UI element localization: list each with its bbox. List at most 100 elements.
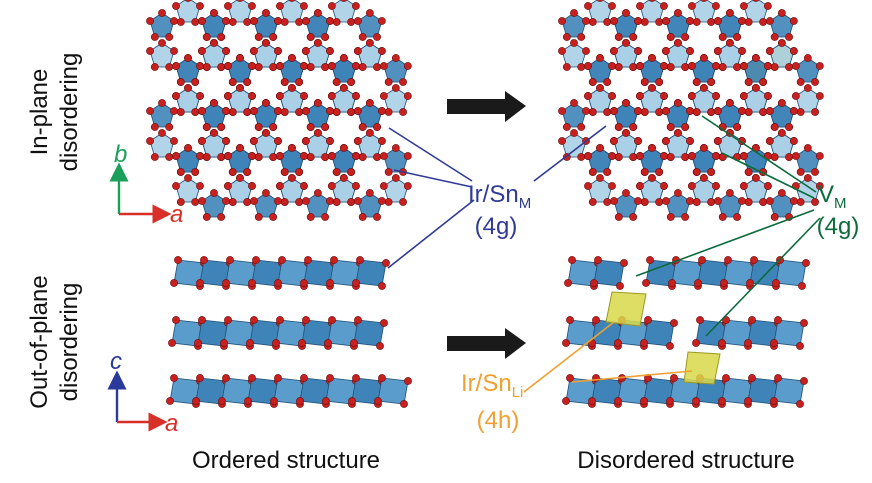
oxygen-atom — [803, 84, 812, 92]
oxygen-atom — [330, 256, 338, 264]
oxygen-atom — [321, 63, 330, 71]
oxygen-atom — [720, 279, 728, 287]
oxygen-atom — [300, 2, 308, 10]
oxygen-atom — [662, 107, 670, 115]
oxygen-atom — [191, 18, 200, 26]
oxygen-atom — [640, 339, 648, 347]
oxygen-atom — [172, 182, 180, 190]
irsn-li-site: (4h) — [477, 407, 520, 434]
oxygen-atom — [744, 18, 753, 26]
layer-octahedron — [593, 259, 625, 287]
oxygen-atom — [184, 144, 192, 152]
oxygen-atom — [765, 197, 774, 205]
oxygen-atom — [172, 2, 180, 10]
oxygen-atom — [692, 168, 701, 176]
oxygen-atom — [803, 174, 812, 182]
oxygen-atom — [224, 316, 232, 324]
oxygen-atom — [176, 168, 185, 176]
oxygen-atom — [176, 78, 185, 86]
svg-text:Ir/SnM: Ir/SnM — [468, 181, 531, 212]
oxygen-atom — [326, 279, 334, 287]
oxygen-atom — [365, 99, 374, 107]
oxygen-atom — [588, 168, 597, 176]
oxygen-atom — [620, 259, 628, 267]
irsn-li-main: Ir/Sn — [461, 370, 512, 397]
oxygen-atom — [688, 62, 696, 70]
oxygen-atom — [660, 2, 668, 10]
oxygen-atom — [332, 198, 341, 206]
oxygen-atom — [198, 137, 206, 145]
oxygen-atom — [666, 33, 675, 41]
oxygen-atom — [274, 17, 282, 25]
oxygen-atom — [226, 256, 234, 264]
oxygen-atom — [288, 144, 296, 152]
oxygen-atom — [603, 18, 612, 26]
oxygen-atom — [765, 107, 774, 115]
oxygen-atom — [763, 182, 772, 190]
oxygen-atom — [603, 198, 612, 206]
oxygen-atom — [228, 18, 237, 26]
oxygen-atom — [588, 18, 597, 26]
oxygen-atom — [146, 47, 154, 55]
oxygen-atom — [712, 182, 720, 190]
oxygen-atom — [347, 78, 355, 86]
oxygen-atom — [700, 0, 708, 2]
oxygen-atom — [198, 197, 206, 205]
oxygen-atom — [765, 47, 774, 55]
oxygen-atom — [815, 182, 824, 190]
oxygen-atom — [332, 18, 341, 26]
oxygen-atom — [789, 137, 798, 145]
oxygen-atom — [365, 39, 374, 47]
oxygen-atom — [815, 152, 824, 160]
oxygen-atom — [608, 92, 616, 100]
oxygen-atom — [384, 168, 393, 176]
v-m-label: VM (4g) — [817, 181, 860, 240]
oxygen-atom — [811, 78, 819, 86]
oxygen-atom — [347, 198, 355, 206]
oxygen-atom — [588, 397, 596, 405]
oxygen-atom — [802, 259, 810, 267]
axis-c-label: c — [110, 348, 122, 375]
oxygen-atom — [280, 108, 289, 116]
axes-bottom: c a — [107, 348, 178, 437]
oxygen-atom — [358, 63, 367, 71]
oxygen-atom — [759, 78, 767, 86]
oxygen-atom — [250, 137, 258, 145]
oxygen-atom — [321, 33, 330, 41]
oxygen-atom — [295, 168, 304, 176]
oxygen-atom — [365, 129, 374, 137]
oxygen-atom — [596, 84, 604, 92]
oxygen-atom — [210, 99, 218, 107]
oxygen-atom — [158, 39, 166, 47]
oxygen-atom — [218, 397, 226, 405]
oxygen-atom — [217, 123, 226, 131]
oxygen-atom — [222, 17, 230, 25]
v-m-site: (4g) — [817, 213, 860, 240]
oxygen-atom — [622, 99, 630, 107]
oxygen-atom — [326, 374, 334, 382]
oxygen-atom — [380, 319, 388, 327]
oxygen-atom — [327, 152, 336, 160]
oxygen-atom — [262, 129, 270, 137]
oxygen-atom — [588, 78, 597, 86]
oxygen-atom — [300, 92, 308, 100]
oxygen-atom — [622, 189, 630, 197]
oxygen-atom — [688, 182, 696, 190]
oxygen-atom — [236, 144, 244, 152]
oxygen-atom — [302, 47, 310, 55]
oxygen-atom — [614, 397, 622, 405]
oxygen-atom — [306, 63, 315, 71]
oxygen-atom — [785, 33, 793, 41]
oxygen-atom — [358, 153, 367, 161]
oxygen-atom — [562, 33, 571, 41]
oxygen-atom — [298, 339, 306, 347]
row-label-in-plane: In-plane disordering — [26, 53, 83, 172]
oxygen-atom — [224, 2, 232, 10]
oxygen-atom — [688, 2, 696, 10]
oxygen-atom — [194, 339, 202, 347]
oxygen-atom — [196, 92, 204, 100]
oxygen-atom — [733, 123, 742, 131]
oxygen-atom — [339, 54, 348, 62]
oxygen-atom — [644, 316, 652, 324]
oxygen-atom — [243, 168, 252, 176]
